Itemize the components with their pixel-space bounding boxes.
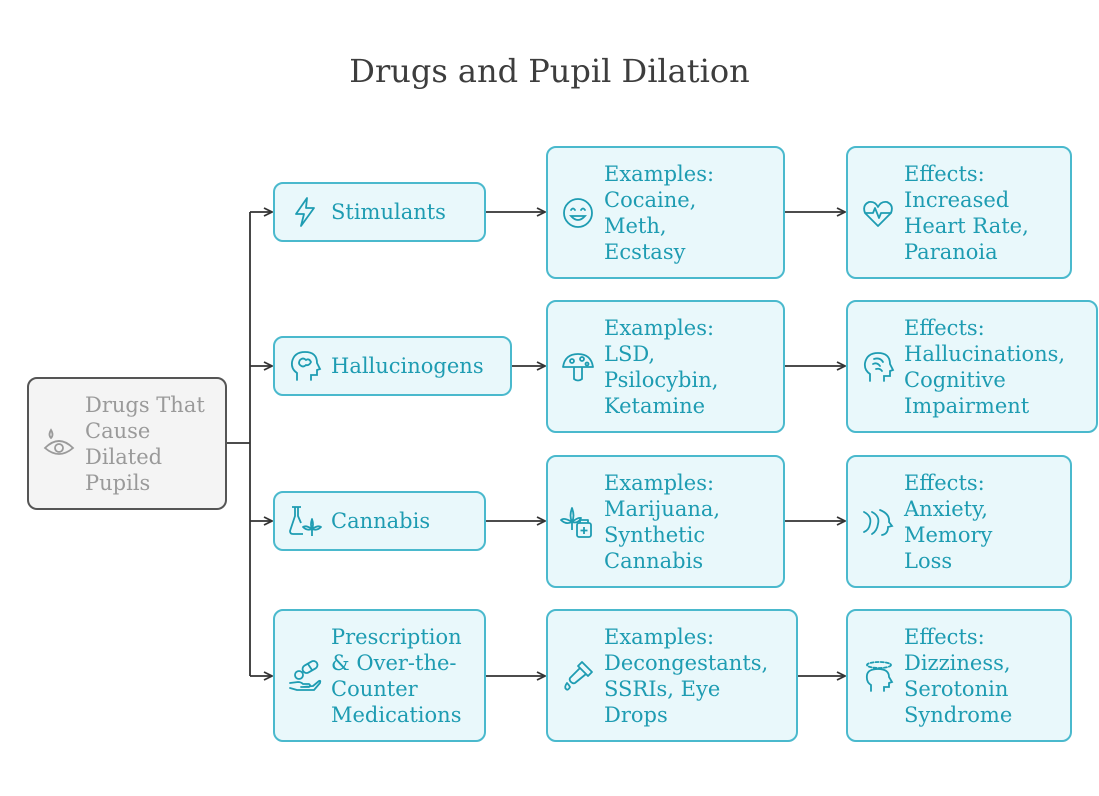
heartbeat-icon [860, 195, 896, 231]
effects-prescription: Effects: Dizziness, Serotonin Syndrome [846, 609, 1072, 742]
eye-drop-icon [41, 426, 77, 462]
flask-leaf-icon [287, 503, 323, 539]
effects-text: Effects: Hallucinations, Cognitive Impai… [904, 315, 1066, 418]
dropper-icon [560, 658, 596, 694]
root-label: Drugs That Cause Dilated Pupils [85, 392, 205, 495]
examples-prescription: Examples: Decongestants, SSRIs, Eye Drop… [546, 609, 798, 742]
smiley-icon [560, 195, 596, 231]
lightning-icon [287, 194, 323, 230]
effects-hallucinogens: Effects: Hallucinations, Cognitive Impai… [846, 300, 1098, 433]
brain-head-icon [287, 348, 323, 384]
category-label: Prescription & Over-the- Counter Medicat… [331, 624, 462, 727]
category-label: Cannabis [331, 509, 431, 533]
category-prescription: Prescription & Over-the- Counter Medicat… [273, 609, 486, 742]
diagram-title: Drugs and Pupil Dilation [349, 52, 750, 90]
leaf-medicine-icon [560, 504, 596, 540]
examples-text: Examples: Decongestants, SSRIs, Eye Drop… [604, 624, 769, 727]
pill-hand-icon [287, 658, 323, 694]
effects-text: Effects: Dizziness, Serotonin Syndrome [904, 624, 1013, 727]
root-node: Drugs That Cause Dilated Pupils [27, 377, 227, 510]
examples-text: Examples: Marijuana, Synthetic Cannabis [604, 470, 721, 573]
category-label: Stimulants [331, 200, 446, 224]
head-brain-icon [860, 349, 896, 385]
effects-text: Effects: Increased Heart Rate, Paranoia [904, 161, 1029, 264]
effects-cannabis: Effects: Anxiety, Memory Loss [846, 455, 1072, 588]
effects-stimulants: Effects: Increased Heart Rate, Paranoia [846, 146, 1072, 279]
dizzy-head-icon [860, 658, 896, 694]
category-stimulants: Stimulants [273, 182, 486, 242]
category-label: Hallucinogens [331, 354, 484, 378]
category-cannabis: Cannabis [273, 491, 486, 551]
examples-text: Examples: LSD, Psilocybin, Ketamine [604, 315, 719, 418]
mushroom-icon [560, 349, 596, 385]
examples-cannabis: Examples: Marijuana, Synthetic Cannabis [546, 455, 785, 588]
examples-stimulants: Examples: Cocaine, Meth, Ecstasy [546, 146, 785, 279]
examples-hallucinogens: Examples: LSD, Psilocybin, Ketamine [546, 300, 785, 433]
waves-face-icon [860, 504, 896, 540]
category-hallucinogens: Hallucinogens [273, 336, 512, 396]
effects-text: Effects: Anxiety, Memory Loss [904, 470, 993, 573]
examples-text: Examples: Cocaine, Meth, Ecstasy [604, 161, 715, 264]
